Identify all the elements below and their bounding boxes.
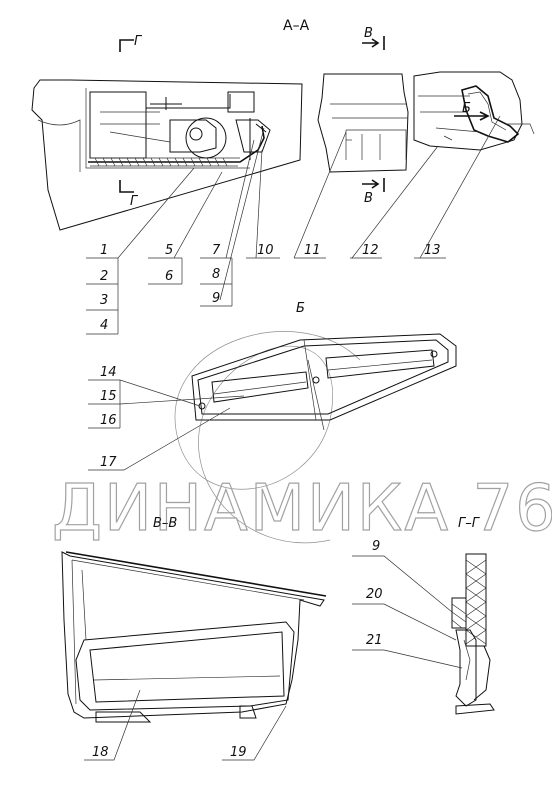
callout-5: 5 xyxy=(165,243,173,258)
callout-15: 15 xyxy=(100,389,117,404)
section-marker-g-top: Г xyxy=(119,34,143,52)
callout-16: 16 xyxy=(100,413,117,428)
view-title-b: Б xyxy=(296,301,305,316)
watermark-text: ДИНАМИКА 76 xyxy=(52,472,552,546)
callout-10: 10 xyxy=(257,243,274,258)
svg-text:А–А: А–А xyxy=(283,18,310,34)
callout-20: 20 xyxy=(366,587,383,602)
svg-text:В: В xyxy=(364,26,373,41)
callout-11: 11 xyxy=(304,243,321,258)
callout-7: 7 xyxy=(212,243,221,258)
section-title-gg: Г–Г xyxy=(458,516,481,531)
section-gg xyxy=(451,553,495,715)
callout-labels-gg: 9 20 21 xyxy=(366,539,383,648)
view-arrow-b: Б xyxy=(454,101,490,121)
callout-labels-vv: 18 19 xyxy=(92,745,247,760)
callout-labels-top: 1 2 3 4 5 6 7 8 9 10 11 12 13 xyxy=(100,243,441,333)
leader-lines-top xyxy=(117,115,501,301)
section-marker-v-bottom: В xyxy=(362,178,385,206)
section-marker-v-top: В xyxy=(362,26,385,50)
svg-text:Г: Г xyxy=(134,34,143,49)
callout-9-gg: 9 xyxy=(372,539,380,554)
callout-labels-view-b: 14 15 16 17 xyxy=(100,365,117,470)
svg-text:Г–Г: Г–Г xyxy=(458,516,481,531)
svg-text:Б: Б xyxy=(462,101,471,116)
section-marker-g-bottom: Г xyxy=(119,180,139,209)
callout-frames xyxy=(86,257,446,335)
watermark: ДИНАМИКА 76 xyxy=(51,331,552,547)
callout-2: 2 xyxy=(100,269,108,284)
svg-text:Б: Б xyxy=(296,301,305,316)
callout-3: 3 xyxy=(100,293,108,308)
callout-4: 4 xyxy=(100,318,108,333)
callout-19: 19 xyxy=(230,745,247,760)
leader-lines-gg xyxy=(352,555,463,669)
callout-21: 21 xyxy=(366,633,383,648)
callout-8: 8 xyxy=(212,267,220,282)
callout-9: 9 xyxy=(212,291,220,306)
callout-6: 6 xyxy=(165,269,173,284)
callout-1: 1 xyxy=(100,243,108,258)
svg-text:В: В xyxy=(364,191,373,206)
callout-17: 17 xyxy=(100,455,117,470)
callout-14: 14 xyxy=(100,365,117,380)
leader-lines-vv xyxy=(84,689,287,761)
section-title-vv: В–В xyxy=(153,516,177,531)
svg-text:В–В: В–В xyxy=(153,516,177,531)
section-title-aa: А–А xyxy=(283,18,310,34)
svg-text:Г: Г xyxy=(130,194,139,209)
section-vv xyxy=(61,551,327,723)
main-section-aa xyxy=(31,71,535,231)
callout-12: 12 xyxy=(362,243,379,258)
callout-18: 18 xyxy=(92,745,109,760)
leader-lines-view-b xyxy=(88,379,245,471)
view-b xyxy=(191,333,457,431)
callout-13: 13 xyxy=(424,243,441,258)
